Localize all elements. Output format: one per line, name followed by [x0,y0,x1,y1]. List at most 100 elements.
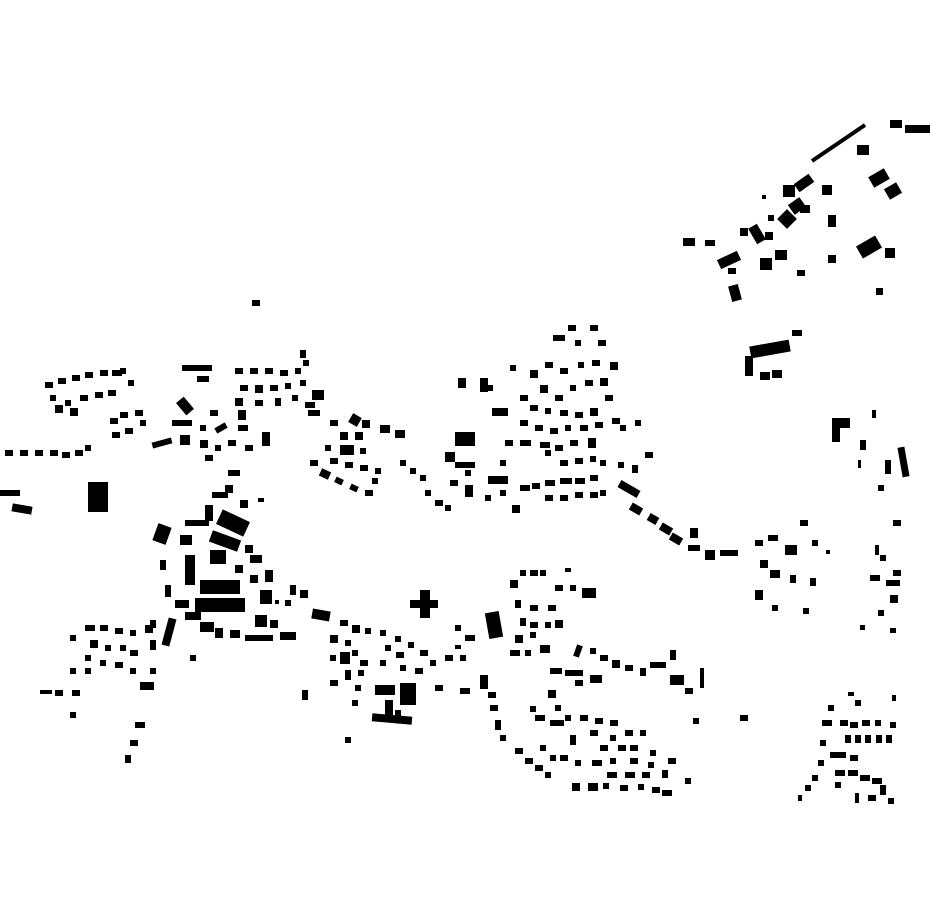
building [395,710,401,718]
building [560,368,568,374]
building [822,185,832,195]
building [760,372,770,380]
building [610,720,618,726]
building [545,622,551,628]
building [500,735,506,741]
building [238,410,246,420]
building-long-diagonal [810,123,867,163]
building [140,682,154,690]
building [755,540,763,546]
building [575,760,581,766]
building [612,418,620,424]
building [642,772,650,778]
building [872,778,882,784]
building [303,360,309,366]
building [0,490,20,496]
building [500,490,506,496]
building [525,440,531,446]
building [228,470,240,476]
building [375,468,381,474]
building [792,330,802,336]
building [228,440,236,446]
building [270,385,278,391]
building [352,700,358,706]
building [575,340,581,346]
building [648,762,654,768]
building [262,432,270,446]
building [200,440,208,448]
building [175,600,189,608]
building [150,668,156,674]
building [617,480,641,498]
building [200,425,206,431]
building [588,783,598,791]
building [372,478,378,484]
building [40,690,52,694]
building [600,378,608,386]
building [560,495,568,501]
building [185,612,201,620]
building [455,625,461,631]
building [100,370,108,376]
building [595,422,603,428]
building [755,590,763,600]
building [345,670,351,680]
building [70,635,76,641]
building [311,608,331,622]
building [240,385,248,391]
building [70,408,78,416]
building [275,600,279,604]
building [897,446,910,478]
building [540,745,546,751]
building [628,502,644,516]
building [465,635,475,641]
building [250,368,258,374]
building [125,428,133,434]
building [151,437,173,449]
building [352,625,360,633]
building [685,688,693,694]
building [5,450,13,456]
building [485,495,491,501]
building [290,585,296,595]
building [215,628,223,638]
building [845,735,851,743]
building [728,283,742,303]
building [205,505,213,521]
building [128,380,134,386]
building [638,784,644,790]
building [360,465,368,471]
building [545,772,551,778]
building [855,793,859,803]
building [570,585,576,591]
building [395,636,401,642]
building [340,432,348,440]
building [535,425,543,431]
building [590,648,596,654]
building [85,668,91,674]
building [575,478,585,484]
building [108,390,116,396]
building [632,465,638,473]
building [365,628,371,634]
building [822,720,832,726]
building [630,758,638,764]
building [115,662,123,668]
building [868,168,890,188]
building [152,523,172,545]
building [520,440,526,446]
building [308,410,320,416]
building [195,598,245,612]
building [408,642,414,648]
building [355,432,363,440]
building [515,748,523,754]
building [487,385,493,391]
building [252,300,260,306]
building [515,635,523,643]
building [130,668,136,674]
building [876,735,882,743]
building [860,775,870,781]
building [95,392,103,398]
building [280,370,288,376]
